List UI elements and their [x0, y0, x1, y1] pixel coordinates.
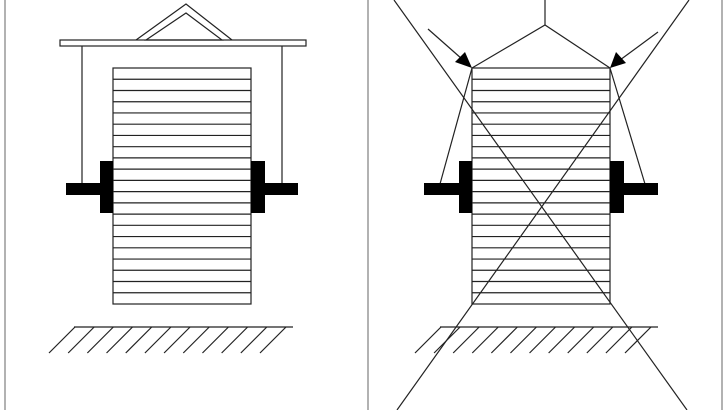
right-clamp-bar [624, 183, 658, 195]
right-clamp-plate [251, 161, 265, 213]
hatch-line [490, 326, 518, 354]
sling-lines [471, 24, 611, 69]
cross-out-line-2 [396, 0, 690, 410]
hatch-line [163, 326, 191, 354]
hatch-line [567, 326, 595, 354]
hatch-line [452, 326, 480, 354]
left-panel-suspended-stack [48, 3, 307, 354]
ground-hatching [414, 326, 652, 354]
ground-hatching [48, 326, 287, 354]
layer-lines [113, 78, 251, 294]
right-clamp-bar [265, 183, 298, 195]
right-clamp-plate [610, 161, 624, 213]
hatch-line [240, 326, 268, 354]
right-arrow-shaft [619, 31, 659, 61]
hatch-line [221, 326, 249, 354]
left-arrow-head-icon [455, 52, 472, 68]
hatch-line [106, 326, 133, 354]
left-tie-line [439, 67, 473, 185]
panel-borders [4, 0, 723, 410]
clamps [66, 161, 298, 213]
clamps [424, 161, 658, 213]
hatch-line [433, 326, 461, 354]
roof-outer-triangle [135, 3, 233, 41]
hatch-line [48, 326, 76, 354]
stacked-layers [471, 67, 611, 305]
hatch-line [510, 326, 537, 354]
hatch-line [624, 326, 652, 354]
left-clamp-bar [424, 183, 459, 195]
hatch-line [259, 326, 287, 354]
hatch-line [144, 326, 172, 354]
hatch-line [586, 326, 614, 354]
hatch-line [182, 326, 210, 354]
hatch-line [125, 326, 153, 354]
right-panel-crane-lift [393, 0, 690, 410]
roof-beam [59, 39, 307, 47]
left-arrow-shaft [427, 28, 463, 60]
left-clamp-plate [459, 161, 472, 213]
layer-lines [472, 78, 610, 294]
hatch-line [529, 326, 556, 354]
left-clamp-bar [66, 183, 100, 195]
right-arrow-head-icon [610, 52, 626, 68]
right-tie-line [609, 67, 646, 185]
stacked-layers [112, 67, 252, 305]
hatch-line [86, 326, 114, 354]
hatch-line [414, 326, 442, 354]
hatch-line [202, 326, 229, 354]
left-clamp-plate [100, 161, 113, 213]
roof-inner-triangle [144, 12, 224, 41]
hatch-line [67, 326, 95, 354]
hatch-line [471, 326, 499, 354]
cross-out-line-1 [393, 0, 688, 410]
hatch-line [548, 326, 576, 354]
hatch-line [605, 326, 633, 354]
